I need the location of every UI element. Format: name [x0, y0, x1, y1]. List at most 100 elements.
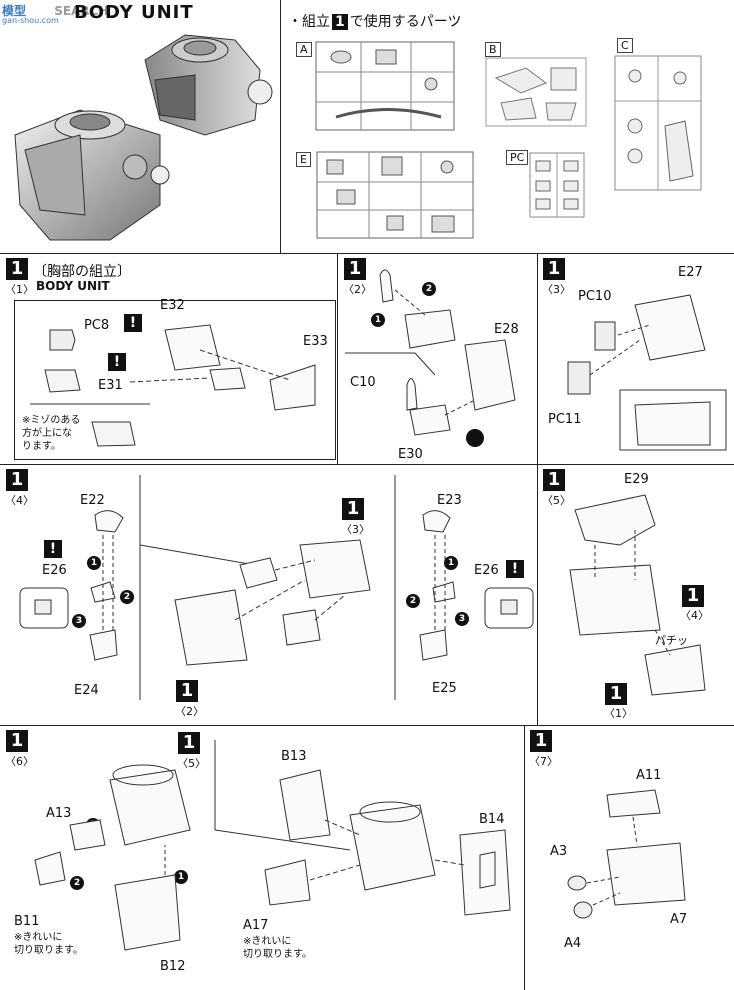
- seq-1-marker: 1: [174, 870, 188, 884]
- step-1-4-number: 1: [6, 469, 28, 491]
- label-c10: C10: [350, 375, 376, 390]
- runner-a: [315, 41, 455, 131]
- step-1-2-number: 1: [344, 258, 366, 280]
- body-unit-render-front: [14, 109, 170, 241]
- label-e29: E29: [624, 472, 649, 487]
- runner-pc: [529, 152, 585, 218]
- seq-2-marker: 2: [422, 282, 436, 296]
- label-a4: A4: [564, 936, 582, 951]
- runner-e: [316, 151, 474, 239]
- label-e23: E23: [437, 493, 462, 508]
- step-1-1-title-en: BODY UNIT: [36, 279, 110, 293]
- label-e26-left: E26: [42, 563, 67, 578]
- label-pc11: PC11: [548, 412, 582, 427]
- seq-2-marker: 2: [120, 590, 134, 604]
- body-unit-render-back: [144, 34, 273, 136]
- label-e26-right: E26: [474, 563, 499, 578]
- step-1-5-number: 1: [543, 469, 565, 491]
- step-1-6-diagram: [34, 740, 511, 951]
- runner-b: [485, 57, 587, 127]
- step-1-2-diagram: [345, 269, 516, 447]
- seq-1-marker: 1: [444, 556, 458, 570]
- seq-1-marker: 1: [87, 556, 101, 570]
- step-1-3-sub: 〈3〉: [542, 283, 571, 296]
- runner-b-label: B: [485, 42, 501, 57]
- step-1-7-number: 1: [530, 730, 552, 752]
- ref-step-1-5-sub: 〈5〉: [177, 757, 206, 770]
- label-b14: B14: [479, 812, 505, 827]
- ref-step-1-3-number: 1: [342, 498, 364, 520]
- label-e33: E33: [303, 334, 328, 349]
- runner-c: [614, 55, 702, 191]
- step-1-7-panel: [524, 725, 734, 990]
- parts-caption-prefix: ・組立: [288, 14, 330, 30]
- watermark-url: gan-shou.com: [2, 16, 59, 25]
- ref-step-1-5-number: 1: [178, 732, 200, 754]
- runner-a-label: A: [296, 42, 312, 57]
- step-1-4-diagram: [19, 475, 534, 700]
- label-e31: E31: [98, 378, 123, 393]
- watermark-site-left: 模型: [2, 4, 27, 18]
- label-e27: E27: [678, 265, 703, 280]
- step-1-1-diagram: [30, 324, 316, 447]
- ref-step-1-2-number: 1: [176, 680, 198, 702]
- step-1-5-sub: 〈5〉: [542, 494, 571, 507]
- step-1-1-subpanel: [14, 300, 336, 460]
- label-e28: E28: [494, 322, 519, 337]
- ref-step-1-1-number: 1: [605, 683, 627, 705]
- label-pc8: PC8: [84, 318, 110, 333]
- label-a3: A3: [550, 844, 568, 859]
- parts-caption-suffix: で使用するパーツ: [349, 14, 462, 30]
- step-1-7-diagram: [567, 789, 686, 919]
- label-b11: B11: [14, 914, 40, 929]
- step-1-1-title-jp: 〔胸部の組立〕: [33, 264, 131, 280]
- seq-3-marker: 3: [455, 612, 469, 626]
- ref-step-1-1-sub: 〈1〉: [604, 707, 633, 720]
- step-1-2-sub: 〈2〉: [343, 283, 372, 296]
- ref-step-1-3-sub: 〈3〉: [341, 523, 370, 536]
- ref-step-1-2-sub: 〈2〉: [175, 705, 204, 718]
- label-a17: A17: [243, 918, 269, 933]
- step-1-1-sub: 〈1〉: [5, 283, 34, 296]
- step-1-6-number: 1: [6, 730, 28, 752]
- caution-icon: !: [44, 540, 62, 558]
- label-a7: A7: [670, 912, 688, 927]
- runner-pc-label: PC: [506, 150, 529, 165]
- step-1-6-note-right: ※きれいに 切り取ります。: [243, 936, 312, 960]
- label-e25: E25: [432, 681, 457, 696]
- page-title: BODY UNIT: [74, 2, 194, 23]
- runner-e-label: E: [296, 152, 311, 167]
- step-1-1-note: ※ミゾのある 方が上にな ります。: [22, 415, 81, 452]
- label-e32: E32: [160, 298, 185, 313]
- label-a13: A13: [46, 806, 72, 821]
- step-1-5-diagram: [569, 494, 706, 696]
- seq-1-marker: 1: [371, 313, 385, 327]
- label-pc10: PC10: [578, 289, 612, 304]
- ref-step-1-4-sub: 〈4〉: [680, 609, 709, 622]
- seq-2-marker: 2: [406, 594, 420, 608]
- step-1-3-number: 1: [543, 258, 565, 280]
- label-b13: B13: [281, 749, 307, 764]
- step-1-6-sub: 〈6〉: [5, 755, 34, 768]
- runner-c-label: C: [617, 38, 633, 53]
- seq-3-marker: 3: [72, 614, 86, 628]
- step-1-7-sub: 〈7〉: [529, 755, 558, 768]
- watermark-site-right: SEARCH: [54, 4, 109, 18]
- seq-2-marker: 2: [70, 876, 84, 890]
- caution-icon: !: [124, 314, 142, 332]
- label-e22: E22: [80, 493, 105, 508]
- step-1-6-note-left: ※きれいに 切り取ります。: [14, 932, 83, 956]
- caution-icon: !: [108, 353, 126, 371]
- step-1-4-sub: 〈4〉: [5, 494, 34, 507]
- parts-caption-step: 1: [332, 14, 348, 30]
- caution-icon: !: [506, 560, 524, 578]
- label-a11: A11: [636, 768, 662, 783]
- label-b12: B12: [160, 959, 186, 974]
- watermark: 模型 SEARCH: [2, 2, 108, 19]
- ref-step-1-4-number: 1: [682, 585, 704, 607]
- label-e30: E30: [398, 447, 423, 462]
- label-e24: E24: [74, 683, 99, 698]
- step-1-1-number: 1: [6, 258, 28, 280]
- step-1-3-diagram: [567, 294, 727, 451]
